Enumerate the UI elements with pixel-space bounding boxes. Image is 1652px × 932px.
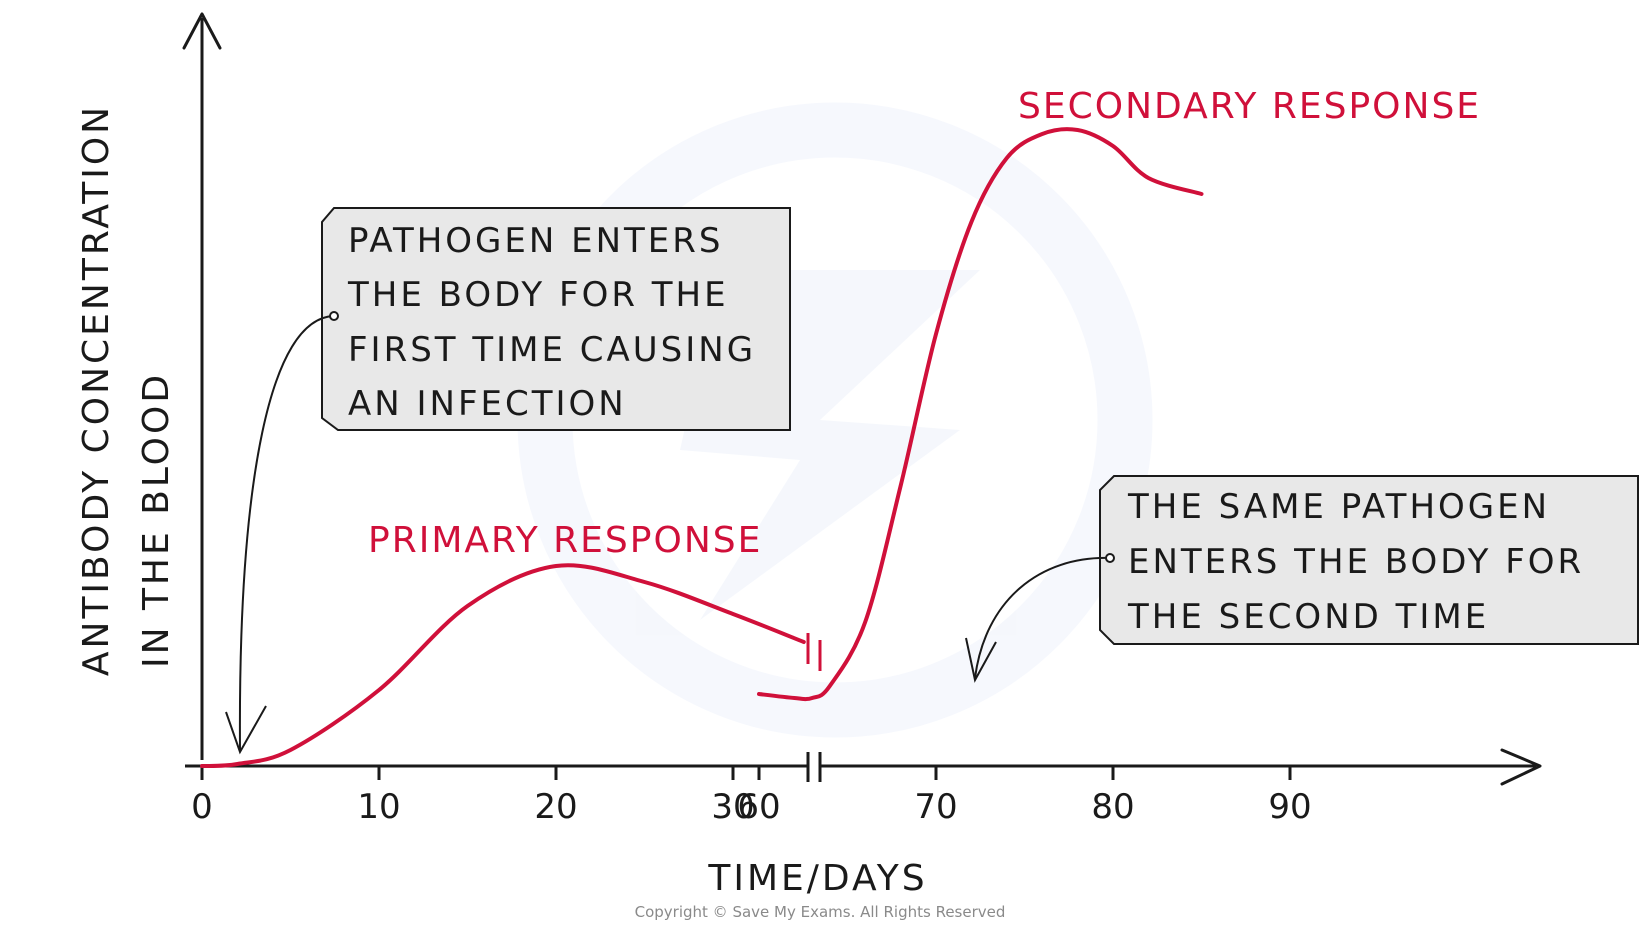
x-axis-arrowhead xyxy=(1500,748,1542,786)
annotation-1-arrow xyxy=(238,315,335,751)
x-tick-label-5: 70 xyxy=(914,787,957,827)
annotation-second-infection: THE SAME PATHOGEN ENTERS THE BODY FOR TH… xyxy=(965,475,1639,683)
primary-response-label: PRIMARY RESPONSE xyxy=(368,520,762,561)
annotation-1-line-2: THE BODY FOR THE xyxy=(347,275,729,315)
annotation-1-line-3: FIRST TIME CAUSING xyxy=(348,330,756,370)
annotation-box-2 xyxy=(1099,475,1639,645)
y-axis-title-line-1: ANTIBODY CONCENTRATION xyxy=(76,104,117,676)
annotation-1-line-1: PATHOGEN ENTERS xyxy=(348,221,724,261)
copyright-text: Copyright © Save My Exams. All Rights Re… xyxy=(635,903,1006,921)
x-tick-label-6: 80 xyxy=(1091,787,1134,827)
annotation-2-arrowhead xyxy=(965,637,997,683)
axes xyxy=(182,12,1542,786)
annotation-first-infection: PATHOGEN ENTERS THE BODY FOR THE FIRST T… xyxy=(225,207,791,755)
x-axis-title: TIME/DAYS xyxy=(707,858,927,899)
x-tick-label-0: 0 xyxy=(191,787,213,827)
annotation-2-arrow xyxy=(974,556,1111,679)
annotation-1-arrowhead xyxy=(225,705,267,755)
annotation-2-arrow-origin-dot xyxy=(1105,553,1115,563)
x-tick-marks xyxy=(200,766,1292,780)
x-tick-label-7: 90 xyxy=(1268,787,1311,827)
annotation-1-line-4: AN INFECTION xyxy=(348,384,627,424)
x-tick-label-4: 60 xyxy=(737,787,780,827)
y-axis-title: ANTIBODY CONCENTRATION IN THE BLOOD xyxy=(76,104,177,676)
secondary-response-label: SECONDARY RESPONSE xyxy=(1018,86,1481,127)
primary-response-curve xyxy=(200,563,806,768)
annotation-2-line-1: THE SAME PATHOGEN xyxy=(1127,487,1550,527)
x-tick-label-1: 10 xyxy=(357,787,400,827)
y-axis-title-line-2: IN THE BLOOD xyxy=(136,372,177,668)
annotation-1-arrow-origin-dot xyxy=(329,311,339,321)
annotation-box-1 xyxy=(321,207,791,431)
secondary-response-curve xyxy=(757,127,1204,702)
y-axis-arrowhead xyxy=(182,12,222,50)
annotation-2-line-2: ENTERS THE BODY FOR xyxy=(1128,542,1584,582)
x-tick-label-2: 20 xyxy=(534,787,577,827)
x-tick-label-3: 30 xyxy=(711,787,754,827)
annotation-2-line-3: THE SECOND TIME xyxy=(1127,597,1489,637)
